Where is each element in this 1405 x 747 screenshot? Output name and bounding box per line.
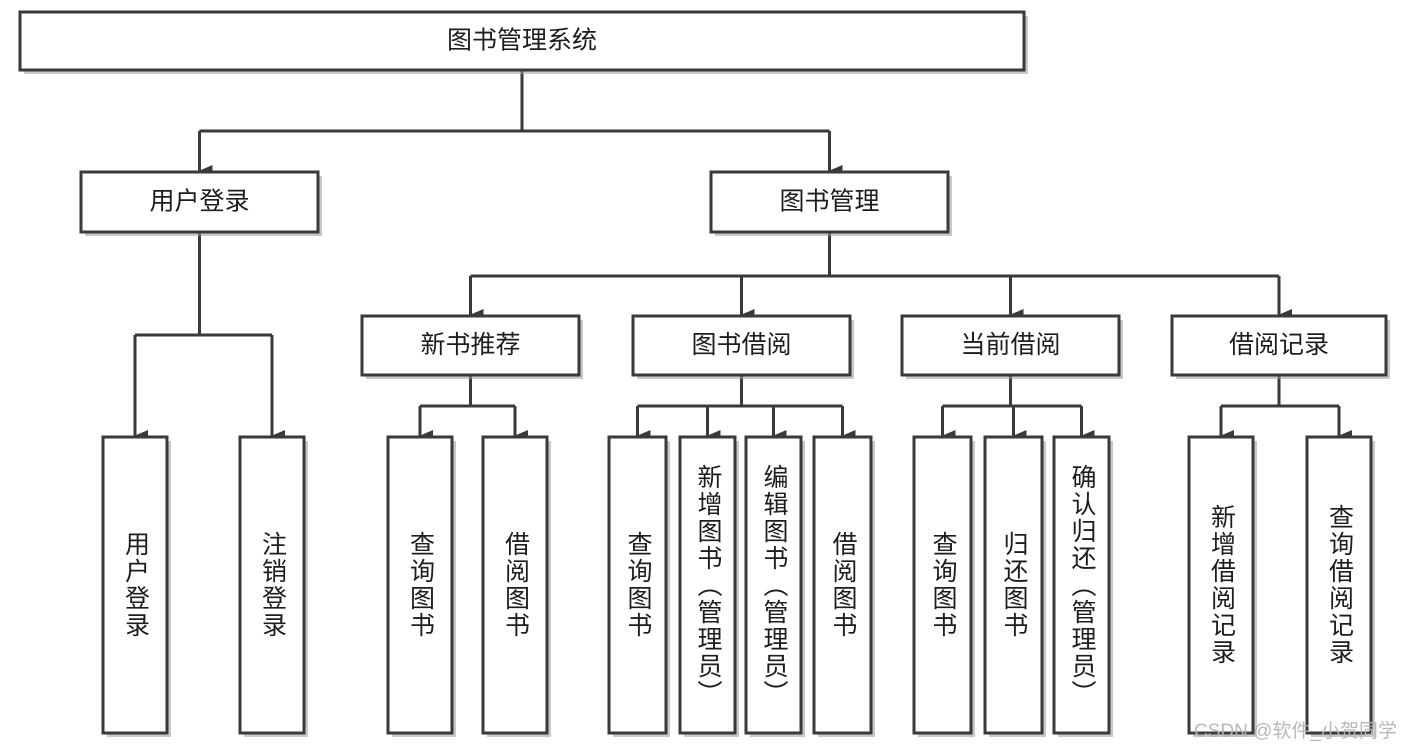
node-new-book-rec[interactable] — [360, 314, 581, 377]
node-leaf-add-record[interactable] — [1187, 435, 1255, 735]
node-root-label: 图书管理系统 — [447, 27, 597, 55]
connector-edges — [133, 70, 1352, 442]
node-root[interactable] — [18, 10, 1026, 72]
node-leaf-edit-book[interactable] — [744, 435, 803, 735]
node-book-borrow-label: 图书借阅 — [691, 331, 791, 359]
node-user-login-label: 用户登录 — [149, 188, 249, 216]
node-book-manage[interactable] — [709, 170, 950, 234]
node-boxes — [18, 10, 1390, 737]
csdn-watermark: CSDN @软件_小贺同学 — [1194, 721, 1397, 742]
node-leaf-borrow-book-bor[interactable] — [812, 435, 873, 735]
node-current-borrow[interactable] — [900, 314, 1121, 377]
node-borrow-record[interactable] — [1170, 314, 1388, 377]
node-leaf-logout[interactable] — [238, 435, 306, 735]
node-leaf-query-book-bor[interactable] — [607, 435, 668, 735]
node-book-manage-label: 图书管理 — [779, 188, 879, 216]
node-current-borrow-label: 当前借阅 — [960, 331, 1060, 359]
node-leaf-return-book[interactable] — [983, 435, 1044, 735]
node-leaf-query-record[interactable] — [1305, 435, 1373, 735]
node-borrow-record-label: 借阅记录 — [1229, 331, 1329, 359]
node-leaf-query-book-cur[interactable] — [912, 435, 973, 735]
node-book-borrow[interactable] — [631, 314, 852, 377]
node-leaf-borrow-book-rec[interactable] — [481, 435, 549, 735]
node-leaf-add-book[interactable] — [678, 435, 737, 735]
node-new-book-rec-label: 新书推荐 — [420, 331, 520, 359]
node-user-login[interactable] — [79, 170, 320, 234]
node-leaf-confirm-return[interactable] — [1052, 435, 1111, 735]
node-leaf-user-login[interactable] — [101, 435, 169, 735]
node-leaf-query-book-rec[interactable] — [386, 435, 454, 735]
